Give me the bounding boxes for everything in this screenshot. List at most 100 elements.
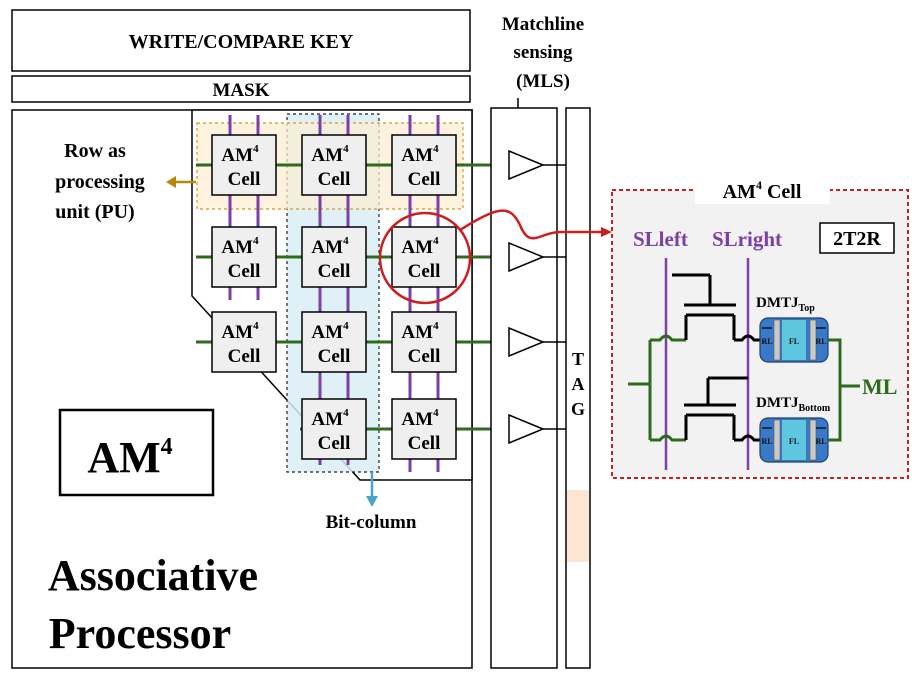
am4-cell-label-top: AM4: [221, 235, 259, 258]
am4-cell-sup: 4: [433, 235, 439, 247]
am4-cell-box: [391, 311, 457, 373]
am4-cell-label-bottom: Cell: [408, 346, 441, 367]
tag-highlight: [567, 490, 589, 562]
sense-amp-0: [508, 149, 545, 181]
mtj-layer-label: RL: [761, 437, 772, 446]
tag-letter-g: G: [571, 399, 585, 419]
mls-label-line2: sensing: [513, 42, 573, 63]
am4-cell-label-bottom: Cell: [228, 261, 261, 282]
am4-cell-label-top: AM4: [311, 407, 349, 430]
ml-left-bottom-branch: [650, 434, 686, 442]
dmtj-bottom-label: DMTJBottom: [756, 395, 831, 414]
am4-cell-sup: 4: [253, 143, 259, 155]
mask-label: MASK: [213, 80, 270, 101]
sl-left-label: SLleft: [633, 227, 688, 251]
write-compare-key-box: [11, 9, 471, 72]
mls-label-line1: Matchline: [502, 14, 584, 35]
row-label-line3: unit (PU): [55, 201, 134, 223]
drain-top-to-mtj: [734, 334, 760, 342]
sense-amp-1: [508, 241, 545, 273]
zoom-connector: [459, 209, 603, 240]
zoom-title-sup: 4: [756, 178, 762, 192]
ml-label: ML: [862, 374, 897, 399]
am4-cell-base: AM: [221, 322, 253, 343]
am4-cell-label-top: AM4: [311, 320, 349, 343]
am4-cell-label-bottom: Cell: [408, 433, 441, 454]
am4-cell-box: [301, 398, 367, 460]
processor-title-line1: Associative: [48, 551, 258, 600]
badge-2t2r: [819, 222, 895, 254]
sense-amp-3: [508, 413, 545, 445]
am4-cell-base: AM: [311, 409, 343, 430]
am4-cell-box: [391, 134, 457, 196]
array-cells: AM4CellAM4CellAM4CellAM4CellAM4CellAM4Ce…: [211, 134, 457, 460]
am4-cell-sup: 4: [343, 235, 349, 247]
mtj-layer-label: RL: [761, 337, 772, 346]
sl-right-label: SLright: [712, 227, 782, 251]
am4-cell-label-top: AM4: [401, 407, 439, 430]
mls-label-line3: (MLS): [516, 71, 570, 92]
am4-cell-sup: 4: [433, 407, 439, 419]
am4-cell-label-bottom: Cell: [408, 261, 441, 282]
zoom-title-suffix: Cell: [762, 181, 802, 203]
am4-cell-base: AM: [401, 409, 433, 430]
drain-bottom-to-mtj: [734, 434, 760, 442]
am4-cell-base: AM: [311, 322, 343, 343]
dmtj-bottom-sub: Bottom: [799, 403, 831, 414]
am4-cell-base: AM: [221, 237, 253, 258]
tag-letter-a: A: [572, 374, 585, 394]
am4-box: [58, 408, 215, 497]
am4-cell-base: AM: [401, 145, 433, 166]
am4-cell-label-bottom: Cell: [318, 346, 351, 367]
mtj-barrier-1: [809, 319, 817, 361]
am4-cell-label-top: AM4: [401, 143, 439, 166]
am4-box-base: AM: [87, 433, 160, 482]
zoom-title-base: AM: [723, 181, 756, 203]
row-arrow-head: [166, 176, 176, 188]
am4-cell-label-top: AM4: [221, 320, 259, 343]
am4-cell-base: AM: [401, 322, 433, 343]
am4-cell-box: [391, 398, 457, 460]
am4-cell-label-top: AM4: [401, 320, 439, 343]
am4-cell-label-bottom: Cell: [318, 433, 351, 454]
mtj-layer-label: RL: [815, 337, 826, 346]
mtj-free-layer: [782, 320, 806, 360]
dmtj-top-base: DMTJ: [756, 295, 799, 311]
am4-cell-sup: 4: [343, 143, 349, 155]
am4-cell-box: [211, 311, 277, 373]
am4-cell-label-bottom: Cell: [408, 169, 441, 190]
tag-letter-t: T: [572, 349, 584, 369]
am4-cell-sup: 4: [433, 320, 439, 332]
mtj-barrier-1: [809, 419, 817, 461]
dmtj-top-sub: Top: [799, 303, 816, 314]
ml-left-top-branch: [650, 334, 686, 342]
zoom-title: AM4 Cell: [723, 178, 802, 203]
am4-cell-label-top: AM4: [221, 143, 259, 166]
mask-box: [11, 75, 471, 103]
am4-cell-box: [211, 134, 277, 196]
ml-right-bus: [828, 338, 842, 442]
am4-cell-sup: 4: [343, 320, 349, 332]
mtj-layer-label: RL: [815, 437, 826, 446]
row-label-line1: Row as: [64, 140, 126, 162]
am4-cell-box: [301, 311, 367, 373]
bit-column-arrow-head: [366, 496, 378, 507]
dmtj-top-label: DMTJTop: [756, 295, 815, 314]
am4-cell-box: [211, 226, 277, 288]
am4-box-sup: 4: [161, 434, 173, 460]
am4-cell-sup: 4: [253, 320, 259, 332]
am4-cell-sup: 4: [343, 407, 349, 419]
row-label-line2: processing: [55, 171, 145, 193]
